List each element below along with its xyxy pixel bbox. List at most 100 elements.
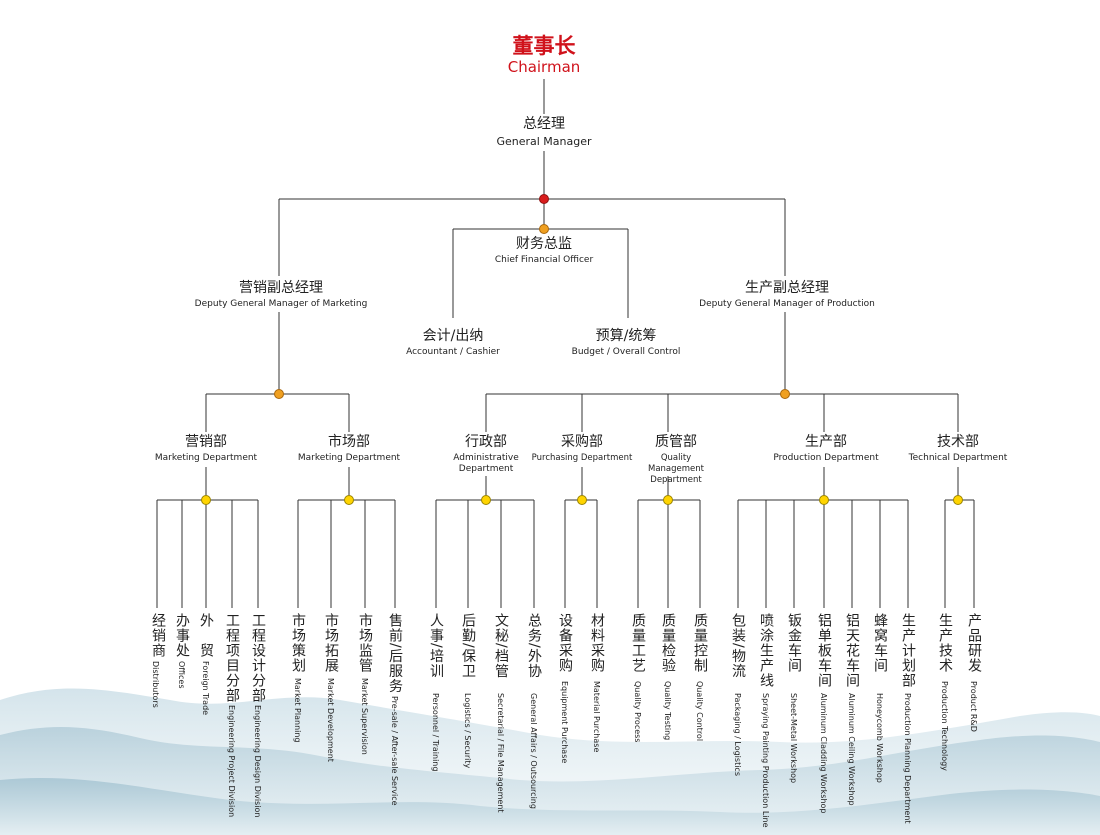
sub-unit-en: Production Planning Department xyxy=(903,693,912,824)
dept-title-cn: 行政部 xyxy=(465,434,507,450)
budget-node: 预算/统筹 Budget / Overall Control xyxy=(572,328,681,358)
sub-unit-cn: 文秘/档管 xyxy=(493,613,509,679)
dept-title-cn: 采购部 xyxy=(561,434,603,450)
sub-unit-cn: 铝天花车间 xyxy=(844,613,860,688)
sub-unit-cn: 售前/后服务 xyxy=(387,613,403,694)
sub-unit-en: General Affairs / Outsourcing xyxy=(529,693,538,809)
sub-unit-cn: 质量检验 xyxy=(660,613,676,673)
dept-title-en: Purchasing Department xyxy=(531,453,633,463)
sub-unit-en: Aluminum Ceiling Workshop xyxy=(847,693,856,806)
sub-unit-en: Logistics / Security xyxy=(463,693,472,769)
sub-unit-en: Distributors xyxy=(151,661,160,708)
sub-unit-cn: 人事/培训 xyxy=(428,613,444,679)
chairman-title-en: Chairman xyxy=(507,58,581,76)
sub-unit-en: Secretarial / File Management xyxy=(496,693,505,813)
sub-unit-cn: 总务/外协 xyxy=(526,613,542,679)
sub-unit-cn: 市场监管 xyxy=(357,613,373,673)
sub-unit-cn: 产品研发 xyxy=(966,613,982,673)
sub-unit-en: Product R&D xyxy=(969,681,978,732)
sub-unit-en: Quality Control xyxy=(695,681,704,742)
sub-unit-cn: 生产技术 xyxy=(937,613,953,673)
dgm-marketing-title-cn: 营销副总经理 xyxy=(238,280,323,296)
sub-unit-en: Engineering Project Division xyxy=(227,705,236,818)
dept-junction-dot xyxy=(953,495,963,505)
dept-title-cn: 市场部 xyxy=(328,434,370,450)
dept-title-en: Marketing Department xyxy=(154,453,258,463)
chairman-node: 董事长 Chairman xyxy=(508,34,581,76)
sub-unit-cn: 质量控制 xyxy=(692,613,708,673)
chairman-title-cn: 董事长 xyxy=(512,34,576,58)
sub-unit-en: Spraying Painting Production Line xyxy=(761,693,770,828)
dgm-marketing-title-en: Deputy General Manager of Marketing xyxy=(194,299,368,309)
dept-administrative: 行政部 Administrative Department xyxy=(451,434,521,475)
sub-unit-cn: 喷涂生产线 xyxy=(758,613,774,688)
dept-technical: 技术部 Technical Department xyxy=(909,434,1008,464)
dept-junction-dot xyxy=(577,495,587,505)
sub-unit-cn: 办事处 xyxy=(174,613,190,658)
dept-junction-dot xyxy=(481,495,491,505)
dept-title-en: Production Department xyxy=(773,453,879,463)
dgm-production-title-en: Deputy General Manager of Production xyxy=(699,299,875,309)
accountant-title-en: Accountant / Cashier xyxy=(406,347,500,357)
sub-unit-en: Quality Process xyxy=(633,681,642,743)
sub-unit-cn: 工程项目分部 xyxy=(224,613,240,703)
sub-unit-en: Market Supervision xyxy=(360,678,369,755)
dept-quality: 质管部 Quality Management Department xyxy=(632,434,720,486)
dept-title-en: Marketing Department xyxy=(297,453,401,463)
dept-title-en: Technical Department xyxy=(908,453,1008,463)
sub-unit-en: Offices xyxy=(177,661,186,689)
dept-title-cn: 技术部 xyxy=(937,434,979,450)
sub-unit-cn: 蜂窝车间 xyxy=(872,613,888,673)
cfo-title-cn: 财务总监 xyxy=(515,236,572,252)
accountant-title-cn: 会计/出纳 xyxy=(422,328,484,344)
dept-title-en: Quality Management Department xyxy=(648,453,704,485)
sub-unit-en: Equipment Purchase xyxy=(560,681,569,764)
sub-unit-cn: 质量工艺 xyxy=(630,613,646,673)
cfo-junction-dot xyxy=(539,224,549,234)
gm-title-en: General Manager xyxy=(496,135,592,148)
gm-node: 总经理 General Manager xyxy=(496,116,591,148)
cfo-title-en: Chief Financial Officer xyxy=(494,255,594,265)
sub-unit-en: Honeycomb Workshop xyxy=(875,693,884,783)
dept-market: 市场部 Marketing Department xyxy=(298,434,400,464)
dept-junction-dot xyxy=(663,495,673,505)
sub-unit-en: Packaging / Logistics xyxy=(733,693,742,776)
sub-unit-en: Quality Testing xyxy=(663,681,672,741)
dept-production: 生产部 Production Department xyxy=(773,434,878,464)
sub-unit-cn: 经销商 xyxy=(150,613,166,658)
sub-unit-en: Material Purchase xyxy=(592,681,601,753)
production-junction-dot xyxy=(780,389,790,399)
gm-junction-dot xyxy=(539,194,549,204)
sub-unit-cn: 钣金车间 xyxy=(786,613,802,673)
dept-junction-dot xyxy=(819,495,829,505)
sub-unit-cn: 生产计划部 xyxy=(900,613,916,688)
dept-title-en: Administrative Department xyxy=(453,453,519,474)
dept-title-cn: 营销部 xyxy=(185,434,227,450)
dept-title-cn: 质管部 xyxy=(655,434,697,450)
dgm-production-node: 生产副总经理 Deputy General Manager of Product… xyxy=(699,280,875,310)
dept-junction-dot xyxy=(201,495,211,505)
sub-unit-en: Market Development xyxy=(326,678,335,762)
sub-unit-en: Foreign Trade xyxy=(201,661,210,716)
sub-unit-en: Aluminum Cladding Workshop xyxy=(819,693,828,814)
sub-unit-en: Market Planning xyxy=(293,678,302,743)
sub-unit-cn: 包装/物流 xyxy=(730,613,746,679)
dept-title-cn: 生产部 xyxy=(805,434,847,450)
sub-unit-en: Pre-sale / After-sale Service xyxy=(390,696,399,806)
sub-unit-cn: 工程设计分部 xyxy=(250,613,266,703)
dgm-marketing-node: 营销副总经理 Deputy General Manager of Marketi… xyxy=(195,280,368,310)
sub-unit-cn: 市场策划 xyxy=(290,613,306,673)
budget-title-cn: 预算/统筹 xyxy=(595,328,657,344)
sub-unit-cn: 铝单板车间 xyxy=(816,613,832,688)
accountant-node: 会计/出纳 Accountant / Cashier xyxy=(406,328,500,358)
dept-marketing: 营销部 Marketing Department xyxy=(155,434,257,464)
dept-purchasing: 采购部 Purchasing Department xyxy=(532,434,633,464)
dgm-production-title-cn: 生产副总经理 xyxy=(744,280,829,296)
sub-unit-en: Engineering Design Division xyxy=(253,705,262,818)
sub-unit-cn: 外 贸 xyxy=(198,613,214,658)
sub-unit-en: Production Technology xyxy=(940,681,949,771)
gm-title-cn: 总经理 xyxy=(522,116,565,132)
sub-unit-cn: 材料采购 xyxy=(589,613,605,673)
sub-unit-cn: 设备采购 xyxy=(557,613,573,673)
